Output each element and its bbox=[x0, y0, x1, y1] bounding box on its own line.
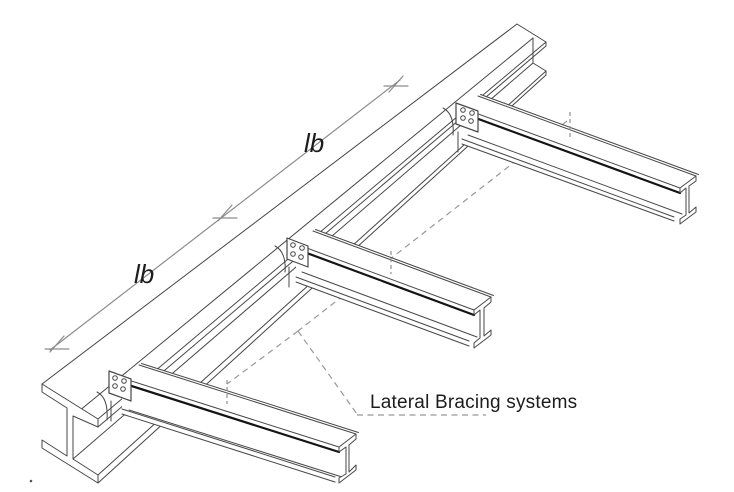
web-cope-curve-bottom bbox=[96, 391, 108, 421]
leader-line-to-label bbox=[297, 330, 358, 415]
web-cope-curve-top bbox=[442, 107, 454, 136]
brace-end-cross-section bbox=[679, 175, 697, 225]
leader-line-lower bbox=[226, 330, 299, 385]
web-cope-curve-middle bbox=[274, 245, 286, 273]
bolt bbox=[460, 115, 466, 121]
bolt bbox=[460, 107, 466, 113]
bolt bbox=[290, 242, 296, 248]
bolted-connection-plate-middle bbox=[286, 237, 309, 268]
bracing-label: Lateral Bracing systems bbox=[370, 392, 577, 413]
dim-label-lower: lb bbox=[134, 259, 154, 289]
dim-tick-middle bbox=[212, 204, 238, 222]
dimension-line bbox=[44, 75, 409, 353]
dim-tick-bottom bbox=[44, 335, 70, 353]
lateral-brace-top bbox=[460, 94, 699, 225]
dim-label-upper: lb bbox=[304, 128, 324, 158]
brace-end-cross-section bbox=[338, 433, 357, 484]
bolted-connection-plate-bottom bbox=[108, 370, 132, 402]
bolt bbox=[120, 386, 126, 392]
bolt bbox=[298, 254, 304, 260]
bolt bbox=[468, 118, 474, 124]
bolt bbox=[290, 251, 296, 257]
brace-end-cross-section bbox=[473, 296, 492, 349]
bolt bbox=[112, 375, 118, 381]
bolted-connection-plate-top bbox=[455, 102, 479, 133]
lateral-brace-bottom bbox=[120, 363, 359, 484]
girder-end-cross-section bbox=[41, 383, 99, 484]
girder-far-end bbox=[516, 23, 547, 76]
bolt bbox=[112, 383, 118, 389]
bolt bbox=[299, 245, 305, 251]
bolt bbox=[121, 378, 127, 384]
stray-dot bbox=[29, 479, 33, 483]
lateral-brace-middle bbox=[294, 229, 494, 349]
dim-tick-top bbox=[383, 75, 409, 93]
dimension-line-main bbox=[49, 79, 401, 351]
bolt bbox=[469, 110, 475, 116]
brace-midpoint-ticks bbox=[226, 112, 571, 404]
